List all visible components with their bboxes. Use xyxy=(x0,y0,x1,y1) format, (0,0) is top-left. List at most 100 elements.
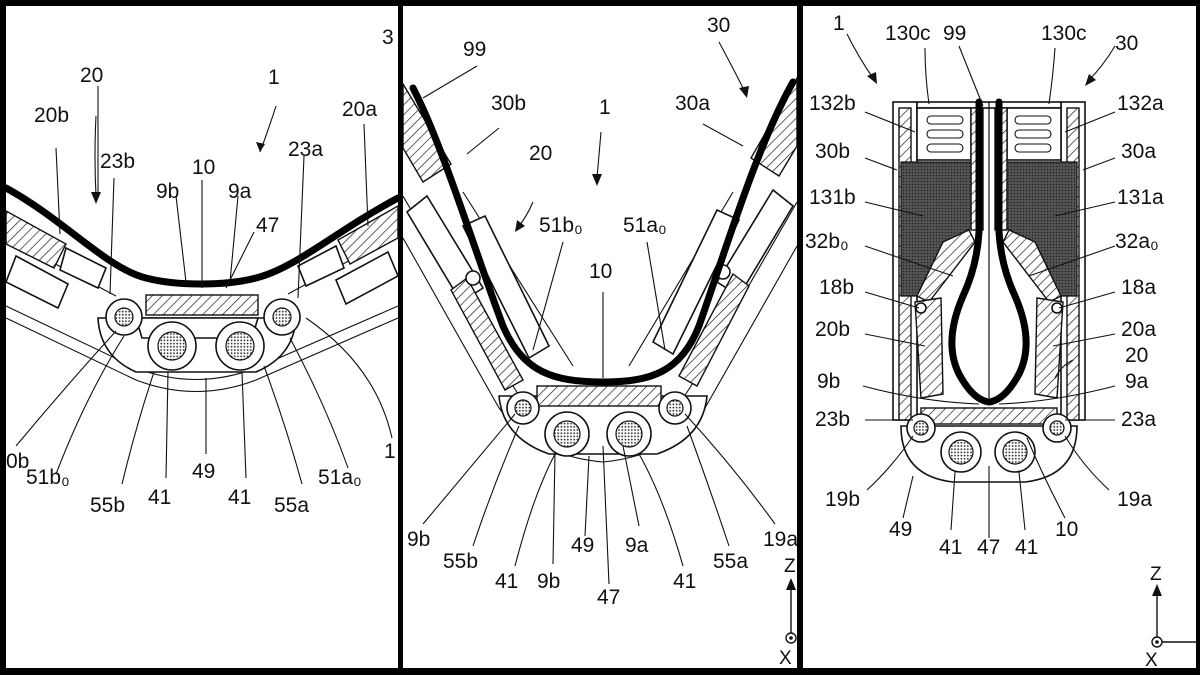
label-99: 99 xyxy=(943,22,966,45)
shafts xyxy=(940,431,1036,473)
label-47: 47 xyxy=(977,536,1000,559)
label-18b: 18b xyxy=(819,276,854,299)
panel-3-drawing: 1 130c 99 130c 30 132b 132a 30b 30a 131b… xyxy=(805,12,1196,668)
direction-arrows xyxy=(515,41,749,232)
label-30: 30 xyxy=(707,14,730,37)
label-20: 20 xyxy=(80,64,103,87)
label-3: 3 xyxy=(382,26,394,49)
label-23a: 23a xyxy=(288,138,323,161)
label-18a: 18a xyxy=(1121,276,1156,299)
axis-label-x: X xyxy=(1145,650,1158,668)
label-9b-left: 9b xyxy=(407,528,430,551)
label-9b-center: 9b xyxy=(537,570,560,593)
panel-2-labels: 99 30 30b 1 30a 20 51b₀ 51a₀ 10 9b 55b 4… xyxy=(407,14,797,668)
hinge-pins xyxy=(105,298,301,336)
right-arm-block xyxy=(296,205,398,306)
left-arm-block xyxy=(403,82,551,391)
label-30a: 30a xyxy=(1121,140,1156,163)
diagram-panel-1: 3 20 1 20b 20a 23b 10 23a 9b 9a 47 0b 51… xyxy=(6,6,398,668)
diagram-panel-3: 1 130c 99 130c 30 132b 132a 30b 30a 131b… xyxy=(803,6,1196,668)
label-99: 99 xyxy=(463,38,486,61)
label-41-left: 41 xyxy=(148,486,171,509)
label-20: 20 xyxy=(529,142,552,165)
label-132b: 132b xyxy=(809,92,856,115)
leader-lines xyxy=(15,86,393,485)
label-131b: 131b xyxy=(809,186,856,209)
label-30b: 30b xyxy=(815,140,850,163)
label-41-right: 41 xyxy=(1015,536,1038,559)
label-51b0: 51b₀ xyxy=(539,214,583,237)
lower-arms xyxy=(914,297,1064,399)
label-1: 1 xyxy=(268,66,280,89)
axis-indicator xyxy=(785,578,797,644)
panel-1-labels: 3 20 1 20b 20a 23b 10 23a 9b 9a 47 0b 51… xyxy=(6,26,396,517)
label-0b: 0b xyxy=(6,450,29,473)
label-20: 20 xyxy=(1125,344,1148,367)
leader-lines xyxy=(862,45,1116,538)
label-9a: 9a xyxy=(625,534,649,557)
label-10: 10 xyxy=(192,156,215,179)
label-23a: 23a xyxy=(1121,408,1156,431)
label-19a: 19a xyxy=(763,528,797,551)
label-49: 49 xyxy=(571,534,594,557)
label-23b: 23b xyxy=(815,408,850,431)
label-19b: 19b xyxy=(825,488,860,511)
label-55b: 55b xyxy=(443,550,478,573)
label-20b: 20b xyxy=(815,318,850,341)
panel-2-drawing: 99 30 30b 1 30a 20 51b₀ 51a₀ 10 9b 55b 4… xyxy=(403,14,797,668)
axis-label-z: Z xyxy=(1150,564,1162,585)
label-55a: 55a xyxy=(274,494,309,517)
label-1-right: 1 xyxy=(384,440,396,463)
flexible-cable xyxy=(948,98,1030,406)
label-1: 1 xyxy=(599,96,611,119)
label-47: 47 xyxy=(597,586,620,609)
label-1: 1 xyxy=(833,12,845,35)
label-41-left: 41 xyxy=(495,570,518,593)
label-9b: 9b xyxy=(817,370,840,393)
label-9b: 9b xyxy=(156,180,179,203)
direction-arrows xyxy=(91,105,277,204)
label-23b: 23b xyxy=(100,150,135,173)
axis-label-z: Z xyxy=(784,556,796,577)
label-49: 49 xyxy=(192,460,215,483)
label-132a: 132a xyxy=(1117,92,1164,115)
label-32a0: 32a₀ xyxy=(1115,230,1159,253)
label-55a: 55a xyxy=(713,550,748,573)
label-49: 49 xyxy=(889,518,912,541)
label-32b0: 32b₀ xyxy=(805,230,849,253)
leader-lines xyxy=(422,65,776,585)
label-55b: 55b xyxy=(90,494,125,517)
hinge-pins xyxy=(906,413,1072,443)
tapered-arms xyxy=(916,229,1062,303)
label-10: 10 xyxy=(589,260,612,283)
label-30b: 30b xyxy=(491,92,526,115)
axis-indicator xyxy=(1151,584,1196,648)
label-51b0: 51b₀ xyxy=(26,466,70,489)
shafts xyxy=(544,411,652,457)
label-30: 30 xyxy=(1115,32,1138,55)
direction-arrows xyxy=(846,33,1116,86)
label-41-right: 41 xyxy=(673,570,696,593)
label-20a: 20a xyxy=(342,98,377,121)
label-41-left: 41 xyxy=(939,536,962,559)
left-arm-block xyxy=(6,210,108,310)
label-30a: 30a xyxy=(675,92,710,115)
diagram-panel-2: 99 30 30b 1 30a 20 51b₀ 51a₀ 10 9b 55b 4… xyxy=(403,6,797,668)
label-130c-left: 130c xyxy=(885,22,931,45)
label-41-right: 41 xyxy=(228,486,251,509)
panel-3-labels: 1 130c 99 130c 30 132b 132a 30b 30a 131b… xyxy=(805,12,1164,668)
shafts xyxy=(147,321,265,371)
label-20a: 20a xyxy=(1121,318,1156,341)
flexible-cable xyxy=(409,78,797,386)
label-51a0: 51a₀ xyxy=(623,214,667,237)
flexible-cable xyxy=(6,184,398,288)
axis-label-x: X xyxy=(779,648,792,668)
label-47: 47 xyxy=(256,214,279,237)
label-19a: 19a xyxy=(1117,488,1152,511)
label-10: 10 xyxy=(1055,518,1078,541)
label-9a: 9a xyxy=(1125,370,1149,393)
label-130c-right: 130c xyxy=(1041,22,1087,45)
panel-1-drawing: 3 20 1 20b 20a 23b 10 23a 9b 9a 47 0b 51… xyxy=(6,26,398,517)
label-51a0: 51a₀ xyxy=(318,466,362,489)
